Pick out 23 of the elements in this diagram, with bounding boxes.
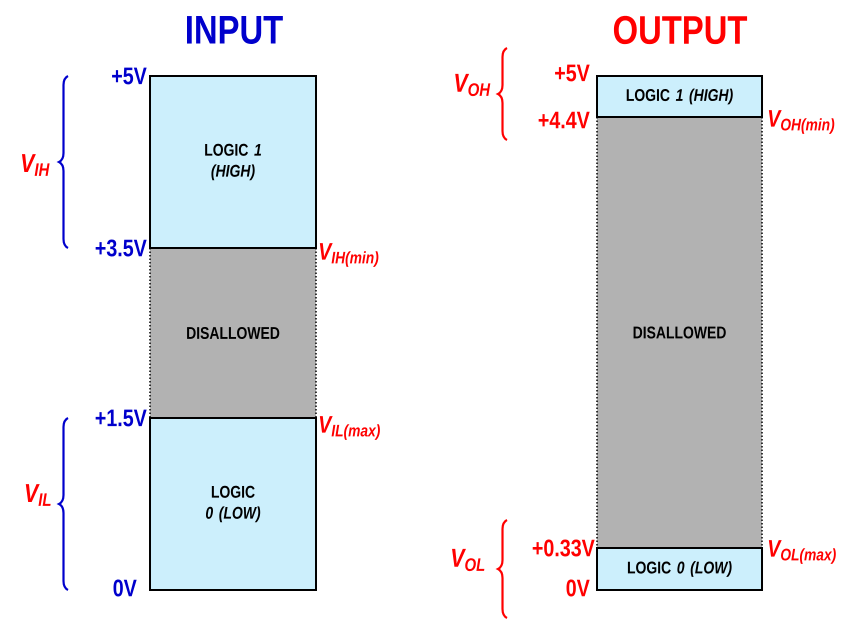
logic-box: LOGIC 1 (HIGH) — [149, 75, 317, 249]
threshold-label: V$_{IL(max)}$ — [320, 416, 380, 440]
logic-box: LOGIC 1 (HIGH) — [596, 75, 763, 118]
voltage-label: +5V — [112, 68, 147, 84]
logic-box: LOGIC 0 (LOW) — [149, 417, 317, 591]
voltage-label: +0.33V — [532, 540, 595, 556]
range-label: V$_{OL}$ — [452, 548, 484, 572]
voltage-label: +4.4V — [538, 112, 590, 128]
column-heading: OUTPUT — [614, 16, 748, 44]
range-label: V$_{IL}$ — [26, 484, 51, 506]
threshold-label: V$_{IH(min)}$ — [320, 243, 378, 267]
threshold-label: V$_{OH(min)}$ — [768, 110, 834, 134]
range-label: V$_{OH}$ — [455, 74, 490, 96]
logic-box: LOGIC 0 (LOW) — [596, 547, 763, 591]
threshold-label: V$_{OL(max)}$ — [768, 540, 836, 564]
voltage-label: +1.5V — [96, 410, 147, 426]
voltage-label: 0V — [114, 580, 137, 596]
disallowed-band: DISALLOWED — [149, 248, 317, 418]
range-label: V$_{IH}$ — [22, 154, 50, 176]
voltage-label: 0V — [566, 580, 590, 596]
voltage-label: +5V — [555, 64, 590, 82]
disallowed-band: DISALLOWED — [596, 117, 763, 548]
voltage-label: +3.5V — [96, 240, 147, 256]
